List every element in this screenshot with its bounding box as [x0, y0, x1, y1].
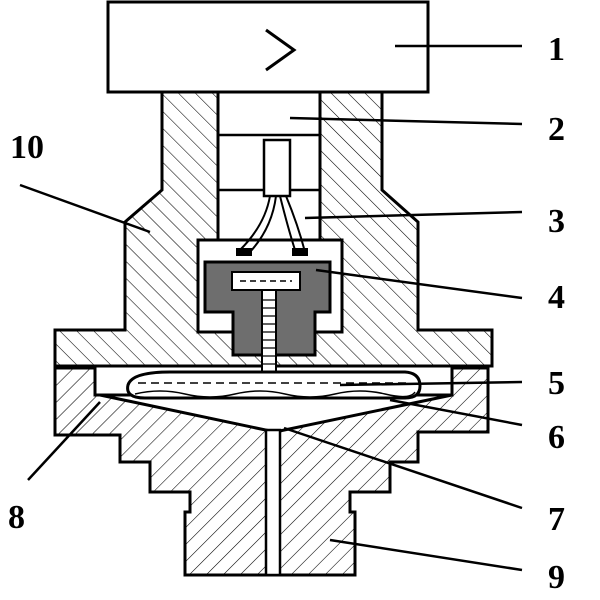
callout-label-3: 3	[548, 203, 565, 240]
chevron-right-icon	[265, 28, 297, 72]
lead-wires	[239, 195, 306, 253]
callout-label-2: 2	[548, 111, 565, 148]
callout-label-10: 10	[10, 129, 44, 166]
electronics-box	[106, 0, 430, 94]
callout-label-8: 8	[8, 499, 25, 536]
callout-label-9: 9	[548, 559, 565, 596]
pressure-port	[264, 428, 282, 577]
leader-lines	[19, 44, 523, 572]
callout-label-4: 4	[548, 279, 565, 316]
connector	[262, 138, 292, 198]
callout-label-6: 6	[548, 419, 565, 456]
callout-label-7: 7	[548, 501, 565, 538]
callout-label-1: 1	[548, 31, 565, 68]
callout-label-5: 5	[548, 365, 565, 402]
